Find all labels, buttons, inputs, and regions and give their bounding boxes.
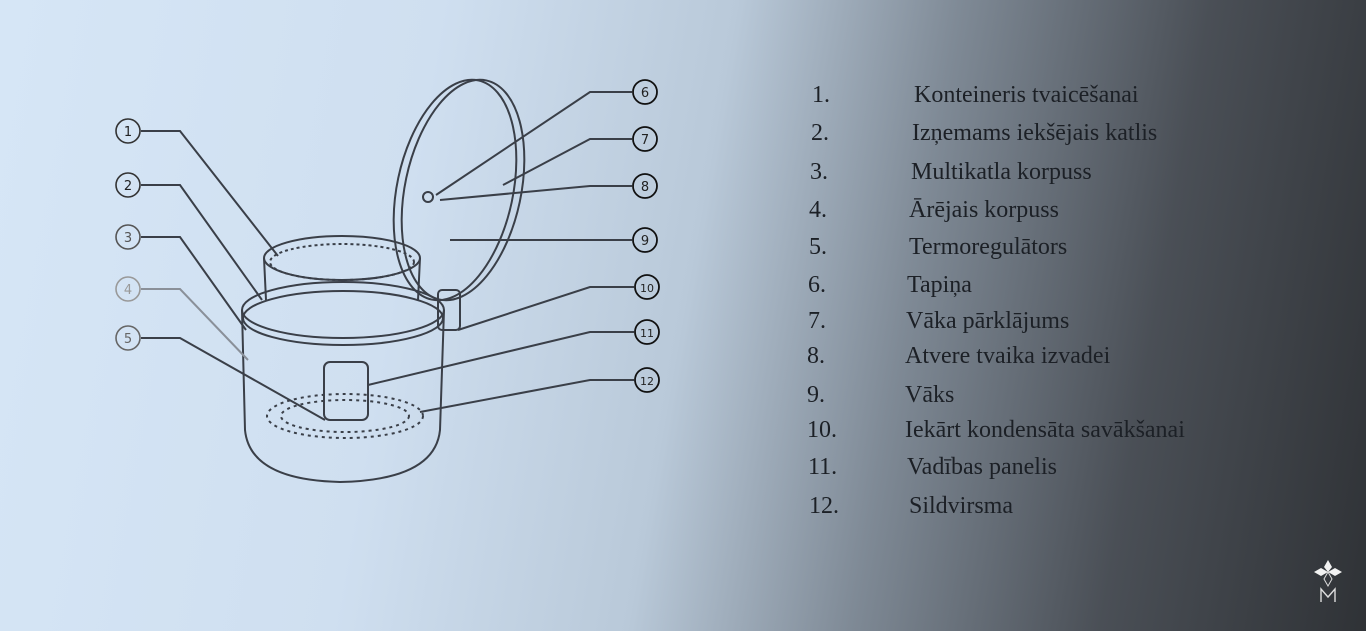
- svg-text:7: 7: [641, 133, 649, 148]
- callout-8: 8: [632, 173, 658, 199]
- callout-1: 1: [115, 118, 141, 144]
- outer-body: [241, 309, 445, 484]
- svg-text:5: 5: [124, 332, 132, 347]
- callout-4: 4: [115, 276, 141, 302]
- watermark-logo: [1314, 560, 1342, 602]
- control-panel: [323, 361, 369, 421]
- svg-text:9: 9: [641, 234, 649, 249]
- callout-9: 9: [632, 227, 658, 253]
- body-rim: [241, 281, 445, 339]
- steamer-rim: [263, 235, 421, 281]
- svg-text:4: 4: [124, 283, 132, 298]
- callout-5: 5: [115, 325, 141, 351]
- svg-text:12: 12: [640, 375, 654, 388]
- svg-text:1: 1: [124, 125, 132, 140]
- callout-2: 2: [115, 172, 141, 198]
- svg-text:2: 2: [124, 179, 132, 194]
- callout-11: 11: [634, 319, 660, 345]
- svg-text:10: 10: [640, 282, 654, 295]
- callout-6: 6: [632, 79, 658, 105]
- svg-text:3: 3: [124, 231, 132, 246]
- callout-7: 7: [632, 126, 658, 152]
- callout-12: 12: [634, 367, 660, 393]
- svg-text:8: 8: [641, 180, 649, 195]
- svg-text:6: 6: [641, 86, 649, 101]
- callout-10: 10: [634, 274, 660, 300]
- svg-text:11: 11: [640, 327, 654, 340]
- callout-3: 3: [115, 224, 141, 250]
